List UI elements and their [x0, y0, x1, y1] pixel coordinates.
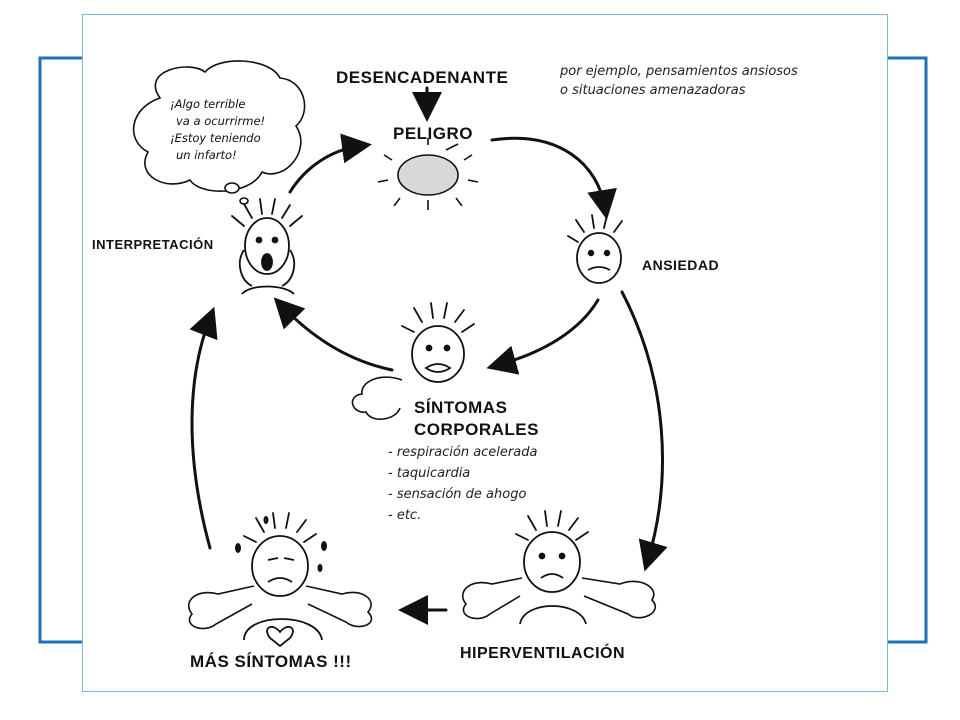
interpretation-face-icon: [231, 198, 303, 295]
symptom-item: - taquicardia: [388, 466, 471, 481]
symptoms-breath-cloud: [351, 376, 403, 420]
symptom-item: - etc.: [388, 508, 422, 523]
arrow-symptoms-to-interpretation: [273, 297, 394, 372]
left-bracket: [38, 56, 82, 644]
more-symptoms-face-icon: [243, 512, 323, 648]
interpretation-label: INTERPRETACIÓN: [92, 237, 214, 252]
arrow-anxiety-to-hyperventilation: [620, 290, 668, 572]
symptoms-label-line2: CORPORALES: [414, 420, 539, 439]
trigger-example-line1: por ejemplo, pensamientos ansiosos: [560, 64, 798, 79]
hyperventilation-breath-right: [581, 577, 656, 619]
hyperventilation-face-icon: [515, 510, 589, 625]
hyperventilation-label: HIPERVENTILACIÓN: [460, 645, 626, 662]
trigger-label: DESENCADENANTE: [336, 68, 509, 87]
more-symptoms-breath-left: [187, 585, 255, 630]
symptoms-face-icon: [401, 302, 475, 383]
arrow-danger-to-anxiety: [490, 136, 617, 220]
trigger-example-line2: o situaciones amenazadoras: [560, 83, 746, 98]
anxiety-face-icon: [567, 214, 623, 284]
symptom-item: - sensación de ahogo: [388, 487, 527, 502]
sweat-drops-icon: [235, 516, 327, 572]
symptom-list: - respiración acelerada - taquicardia - …: [388, 442, 537, 526]
thought-line2: va a ocurrirme!: [176, 114, 266, 128]
arrow-interpretation-to-danger: [288, 133, 372, 194]
anxiety-label: ANSIEDAD: [642, 257, 720, 273]
symptoms-label-line1: SÍNTOMAS: [414, 398, 508, 417]
arrow-anxiety-to-symptoms: [486, 298, 600, 375]
danger-sun-icon: [377, 138, 479, 210]
symptom-item: - respiración acelerada: [388, 445, 538, 460]
hyperventilation-breath-left: [461, 577, 523, 620]
arrow-more-to-interpretation: [189, 306, 218, 550]
more-symptoms-breath-right: [305, 585, 373, 628]
thought-line1: ¡Algo terrible: [170, 97, 246, 111]
thought-line3: ¡Estoy teniendo: [170, 131, 261, 145]
more-symptoms-label: MÁS SÍNTOMAS !!!: [190, 652, 352, 671]
thought-bubble-cloud: [132, 60, 306, 205]
heart-icon: [266, 625, 294, 648]
danger-label: PELIGRO: [393, 124, 474, 143]
thought-line4: un infarto!: [176, 148, 237, 162]
right-bracket: [888, 56, 928, 644]
